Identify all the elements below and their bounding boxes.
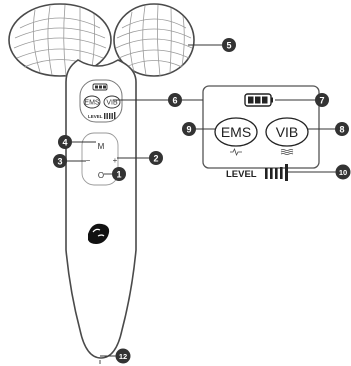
zoom-vib-label: VIB [276,124,299,140]
callout-12: 12 [115,348,131,364]
callout-6: 6 [168,93,182,107]
zoom-level-label: LEVEL [226,169,257,180]
zoom-battery-icon [244,93,273,107]
callout-9: 9 [182,122,196,136]
zoom-panel [202,85,320,169]
minus-button[interactable]: − [86,156,91,165]
svg-text:10: 10 [339,168,347,177]
battery-icon [92,83,108,91]
power-button[interactable]: O [98,171,104,180]
plus-button[interactable]: + [113,156,118,165]
callout-2: 2 [149,151,163,165]
svg-text:5: 5 [226,41,231,51]
zoom-ems-indicator [214,117,258,147]
zoom-level-bars-icon [265,164,288,181]
svg-text:4: 4 [62,138,67,148]
leader-lines [66,44,340,357]
svg-text:1: 1 [116,170,121,180]
svg-text:6: 6 [172,96,177,106]
zoom-vib-indicator [265,117,309,147]
ems-wave-icon [230,147,242,157]
ems-indicator [83,95,101,109]
device-body [65,59,137,359]
callout-4: 4 [58,135,72,149]
left-roller [8,3,112,77]
mode-button[interactable]: M [98,142,105,151]
svg-text:8: 8 [339,125,344,135]
callout-8: 8 [335,122,349,136]
svg-text:9: 9 [186,125,191,135]
vib-label: VIB [106,100,118,107]
rio-logo [88,223,110,244]
ems-label: EMS [84,100,100,107]
svg-text:7: 7 [319,96,324,106]
vib-wave-icon [280,149,294,155]
device-display [79,79,123,123]
level-bars-icon [104,112,116,119]
callout-3: 3 [53,154,67,168]
callout-1: 1 [112,167,126,181]
right-roller [113,3,195,77]
svg-text:2: 2 [153,154,158,164]
callout-7: 7 [315,93,329,107]
control-panel [81,132,119,186]
callout-5: 5 [222,38,236,52]
vib-indicator [103,95,121,109]
zoom-ems-label: EMS [221,124,251,140]
svg-text:3: 3 [57,157,62,167]
callout-10: 10 [335,164,351,180]
svg-text:12: 12 [119,352,127,361]
level-label: LEVEL [88,114,103,119]
